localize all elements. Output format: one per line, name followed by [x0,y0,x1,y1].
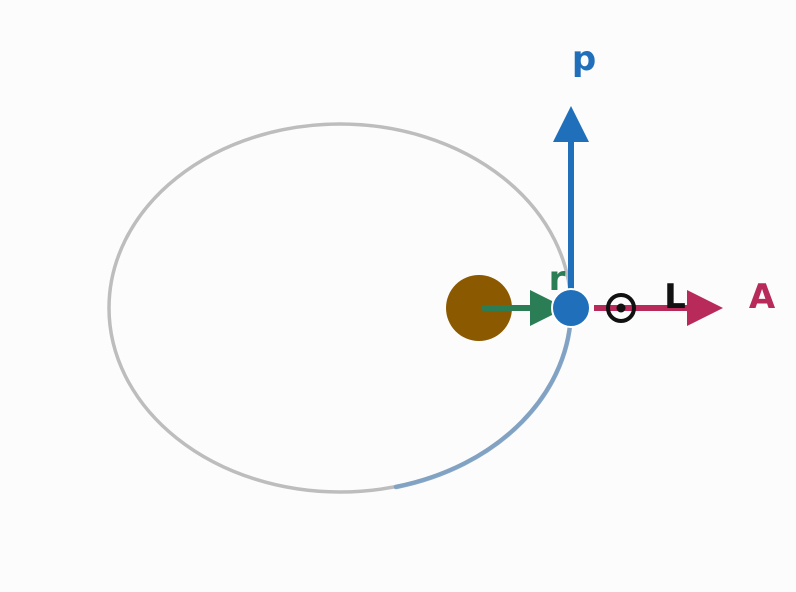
position-label: r [549,259,566,299]
planet-body [551,288,591,328]
runge-lenz-label: A [749,277,776,317]
angular-momentum-label: L [664,277,686,317]
momentum-label: p [572,39,596,79]
orbit-trail [393,305,574,490]
out-of-page-circle-dot-icon [606,293,636,323]
star-body [446,275,512,341]
